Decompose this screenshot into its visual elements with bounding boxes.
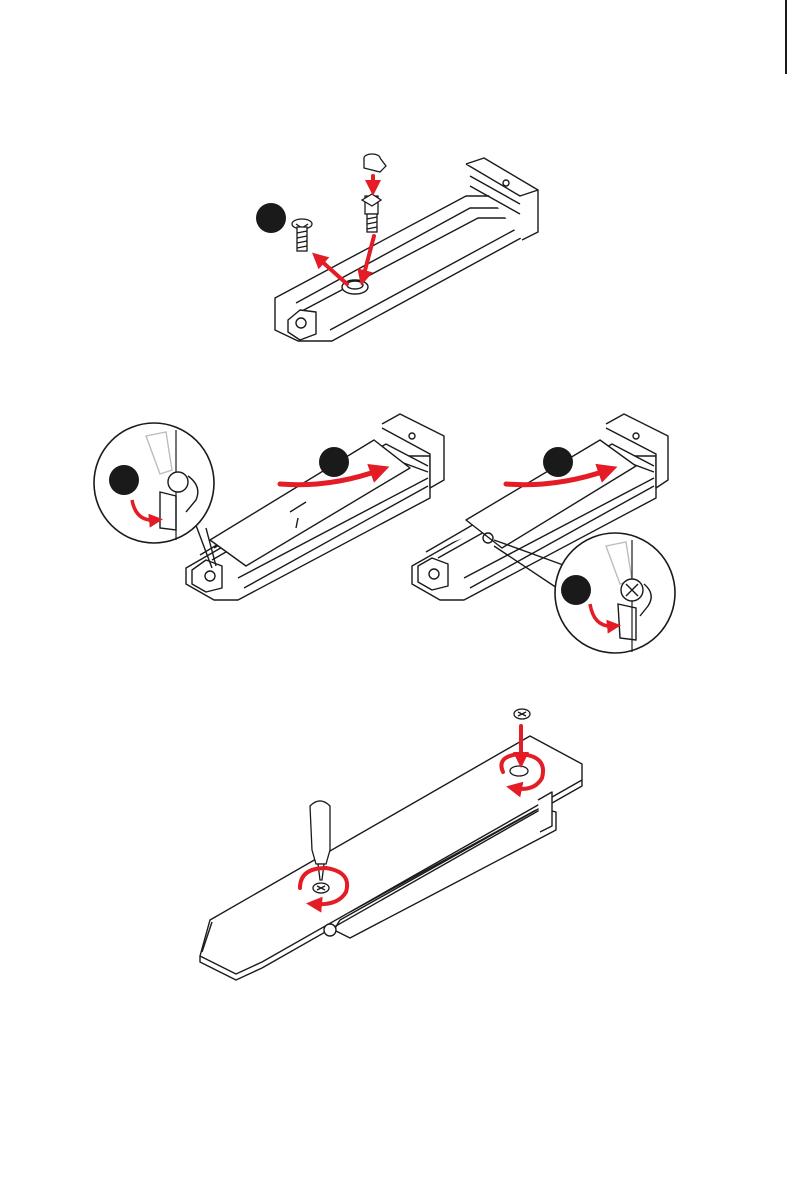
figure-remove-screw [275,158,538,341]
step-badge-2 [319,447,349,477]
top-screw-icon [514,709,530,719]
step-badge-1 [256,203,286,233]
figure-insert-ssd-left [186,414,444,600]
loose-screw-icon [292,219,312,251]
zoom-detail-left [94,423,216,568]
step-badge-3 [543,447,573,477]
standoff-icon [362,154,386,232]
